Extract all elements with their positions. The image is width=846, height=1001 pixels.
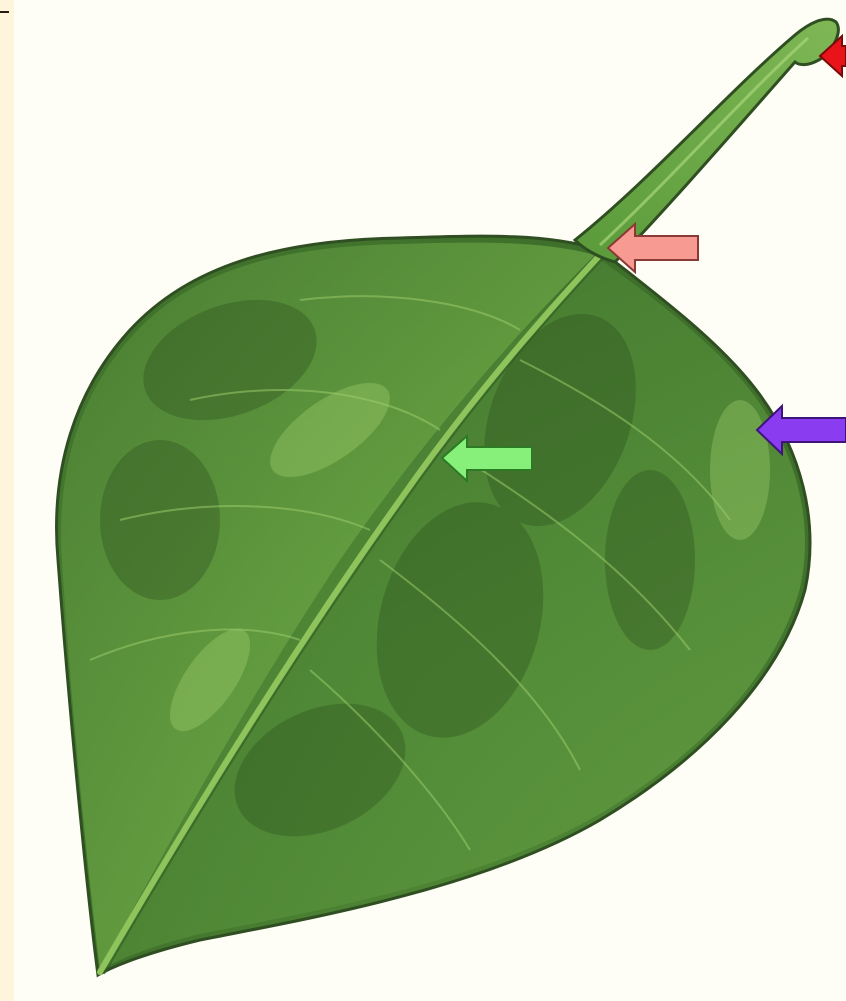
petiole-highlight <box>600 38 808 245</box>
